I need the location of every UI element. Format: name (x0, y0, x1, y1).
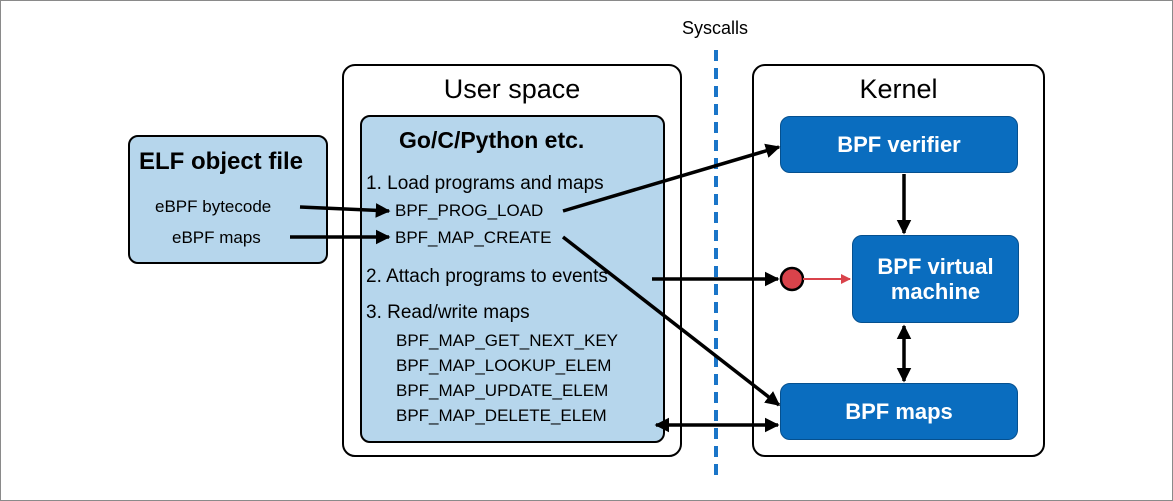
elf-item-bytecode: eBPF bytecode (155, 197, 272, 216)
kernel-title: Kernel (859, 74, 938, 104)
bpf-vm-label-line2: machine (890, 279, 981, 304)
call-map-create: BPF_MAP_CREATE (395, 228, 552, 247)
arrow-map-create-to-bpf-maps (561, 235, 781, 407)
bpf-maps-box: BPF maps (780, 383, 1018, 440)
step-attach-label: 2. Attach programs to events (366, 266, 608, 287)
step-load-label: 1. Load programs and maps (366, 173, 604, 194)
arrow-prog-load-to-verifier (562, 143, 781, 213)
step-readwrite-label: 3. Read/write maps (366, 302, 530, 323)
call-prog-load: BPF_PROG_LOAD (395, 201, 544, 220)
elf-object-file-box (128, 135, 328, 264)
event-dot (779, 266, 805, 292)
elf-title: ELF object file (139, 148, 304, 175)
elf-item-maps: eBPF maps (172, 228, 261, 247)
arrow-bytecode-to-prog-load (299, 203, 391, 218)
call-map-get-next-key: BPF_MAP_GET_NEXT_KEY (396, 331, 619, 350)
bpf-verifier-box: BPF verifier (780, 116, 1018, 173)
call-map-update-elem: BPF_MAP_UPDATE_ELEM (396, 381, 609, 400)
bpf-virtual-machine-box: BPF virtual machine (852, 235, 1019, 323)
syscalls-label: Syscalls (682, 18, 749, 38)
user-space-title: User space (443, 74, 581, 104)
bpf-maps-label: BPF maps (845, 398, 953, 424)
bpf-verifier-label: BPF verifier (837, 131, 961, 157)
call-map-lookup-elem: BPF_MAP_LOOKUP_ELEM (396, 356, 612, 375)
application-title: Go/C/Python etc. (399, 127, 585, 153)
bpf-vm-label-line1: BPF virtual (877, 253, 994, 279)
call-map-delete-elem: BPF_MAP_DELETE_ELEM (396, 406, 607, 425)
